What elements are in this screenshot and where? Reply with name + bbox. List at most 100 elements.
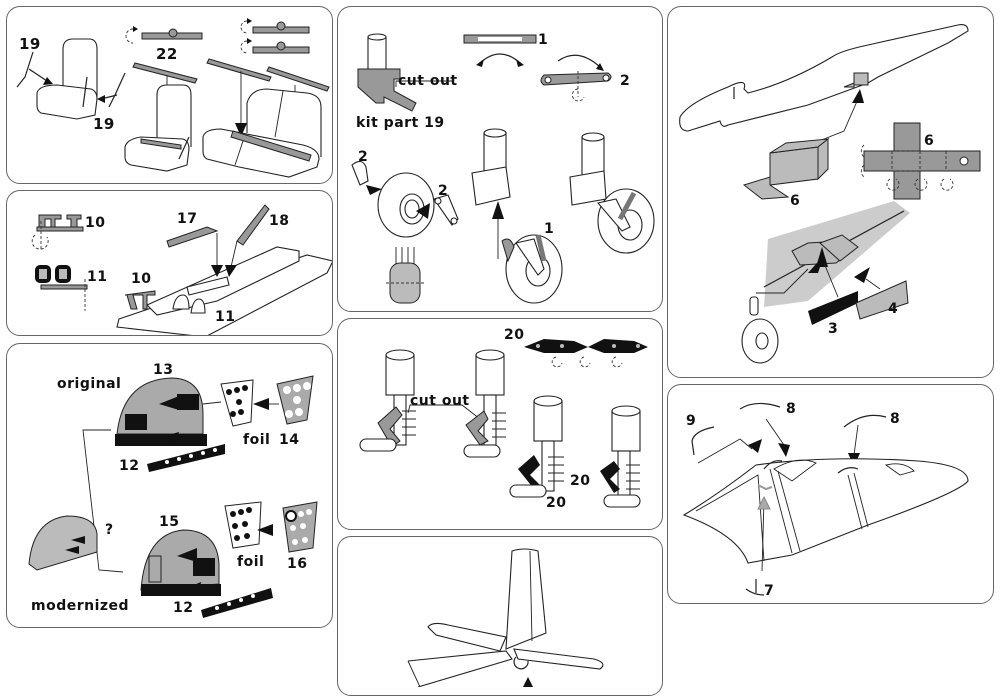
kit-part-19-strut <box>357 33 417 112</box>
part-14-panel <box>276 375 314 425</box>
panel-tail <box>337 536 663 696</box>
tailwheel-small <box>741 296 779 364</box>
rotate-icon <box>240 38 252 54</box>
arrow-icon <box>257 524 273 536</box>
arrow-icon <box>852 89 864 103</box>
label-part-15: 15 <box>159 514 179 530</box>
arrow-icon <box>187 582 201 596</box>
bend-arrow-icon <box>476 53 524 67</box>
label-modernized: modernized <box>31 598 129 614</box>
tail-empennage <box>407 548 604 687</box>
label-part-19-b: 19 <box>93 115 115 133</box>
arrow-icon <box>854 267 870 283</box>
part-9-frame <box>691 426 715 456</box>
rotate-icon <box>125 26 138 44</box>
label-cut-out: cut out <box>398 73 458 89</box>
part-16-panel <box>282 501 318 553</box>
gear-leg-cutout-1 <box>359 349 416 452</box>
wheel-front-view <box>386 247 424 304</box>
label-part-12-b: 12 <box>173 600 193 616</box>
part-17-lever <box>166 226 219 248</box>
part-3-grille <box>808 291 858 325</box>
label-part-2-top: 2 <box>620 73 630 89</box>
belt-19-right-part <box>97 72 126 108</box>
foil-dial-modernized <box>224 501 262 549</box>
rotate-icon <box>513 656 529 670</box>
arrow-icon <box>235 123 247 137</box>
base-panel-blank <box>28 515 98 571</box>
part-11-installed <box>172 294 206 314</box>
label-cut-out: cut out <box>410 393 470 409</box>
part-12-strip-b <box>201 588 273 618</box>
label-part-1-wheel: 1 <box>544 221 554 237</box>
label-part-9: 9 <box>686 413 696 429</box>
part-6-flat-fret <box>860 122 981 200</box>
part-10-icon <box>31 214 84 250</box>
label-part-22: 22 <box>156 45 178 63</box>
label-part-11: 11 <box>215 309 235 325</box>
canopy-body <box>682 458 969 564</box>
panel-13-original <box>115 377 207 446</box>
part-4-plate <box>855 280 909 320</box>
gear-leg-with-20-b <box>600 405 641 508</box>
label-part-4: 4 <box>888 301 898 317</box>
label-foil-b: foil <box>237 554 264 570</box>
part-10-installed <box>124 290 156 310</box>
arrow-icon <box>523 677 533 687</box>
label-part-20-b: 20 <box>570 473 590 489</box>
instrument-panel-illustration: original 13 12 foil <box>28 362 318 618</box>
floor-illustration: 10 11 17 18 10 11 <box>31 204 332 335</box>
label-part-12-a: 12 <box>119 458 139 474</box>
label-part-18: 18 <box>269 213 289 229</box>
arrow-icon <box>757 495 771 510</box>
gear-leg-with-20-a <box>509 395 564 498</box>
belt-19-left-part <box>16 51 53 88</box>
panel-15-modernized <box>140 529 221 596</box>
part-8-frame-b <box>843 414 887 428</box>
label-part-3: 3 <box>828 321 838 337</box>
part-12-strip-a <box>147 444 225 472</box>
part-20-fret <box>524 339 648 368</box>
part-6-on-fuselage <box>853 72 869 86</box>
tail-wheel-illustration: cut out kit part 19 1 2 2 <box>351 32 655 304</box>
label-part-2-wheel: 2 <box>438 183 448 199</box>
tail-strut-assembled <box>569 132 655 254</box>
part-2-tab <box>351 160 369 186</box>
label-part-16: 16 <box>287 556 307 572</box>
panel-fuselage: 6 6 3 4 <box>667 6 994 378</box>
arrow-icon <box>366 185 382 195</box>
label-part-20-fret: 20 <box>504 327 524 343</box>
part-6-box-folded <box>742 137 830 200</box>
tail-strut-middle <box>471 128 511 259</box>
tail-illustration <box>407 548 604 687</box>
label-part-10: 10 <box>131 271 151 287</box>
arrow-icon <box>253 398 269 410</box>
seats-illustration: 19 19 22 <box>16 18 330 178</box>
arrow-icon <box>43 77 53 85</box>
part-18-lever <box>236 204 270 246</box>
arrow-icon <box>165 432 179 446</box>
panel-main-gear: 20 cut out <box>337 318 663 530</box>
label-part-7: 7 <box>764 583 774 599</box>
arrow-icon <box>748 439 762 453</box>
label-part-8-b: 8 <box>890 411 900 427</box>
bench-seat <box>202 88 322 178</box>
rotate-icon <box>240 18 252 34</box>
seat-single-middle <box>124 84 192 172</box>
rotate-icon <box>557 54 604 102</box>
part-8-frame-a <box>739 402 781 410</box>
panel-canopy: 9 8 8 7 <box>667 384 994 604</box>
part-7-piece <box>745 588 765 596</box>
label-part-8-a: 8 <box>786 401 796 417</box>
canopy-illustration: 9 8 8 7 <box>682 401 969 599</box>
strap-part <box>132 62 198 84</box>
fuselage-illustration: 6 6 3 4 <box>679 24 981 364</box>
arrow-icon <box>97 95 105 103</box>
foil-dial-original <box>220 379 254 427</box>
label-part-10-icon: 10 <box>85 215 105 231</box>
label-part-2-left: 2 <box>358 149 368 165</box>
part-11-icon <box>35 265 88 311</box>
main-gear-illustration: 20 cut out <box>359 327 648 511</box>
strap-part <box>206 58 272 82</box>
label-part-13: 13 <box>153 362 173 378</box>
